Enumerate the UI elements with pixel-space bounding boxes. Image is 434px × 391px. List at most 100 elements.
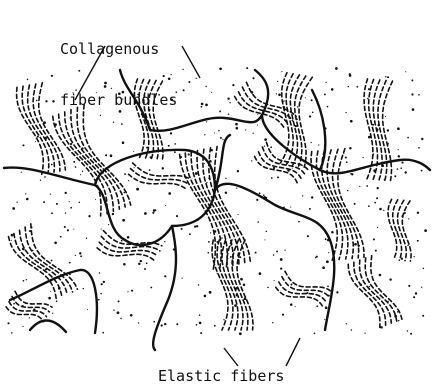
stipple-dot — [134, 167, 135, 168]
stipple-dot — [52, 100, 54, 102]
stipple-dot — [133, 151, 134, 152]
stipple-dot — [86, 238, 87, 239]
stipple-dot — [22, 326, 23, 327]
leader-line-elastic-right — [286, 338, 300, 366]
stipple-dot — [7, 322, 9, 324]
stipple-dot — [367, 98, 369, 100]
stipple-dot — [51, 260, 53, 262]
stipple-dot — [181, 228, 183, 230]
stipple-dot — [121, 240, 123, 242]
stipple-dot — [398, 149, 399, 150]
stipple-dot — [196, 225, 198, 227]
stipple-dot — [389, 278, 391, 280]
stipple-dot — [67, 229, 69, 231]
stipple-dot — [422, 315, 424, 317]
stipple-dot — [359, 186, 360, 187]
stipple-dot — [23, 280, 25, 282]
stipple-dot — [264, 145, 265, 146]
stipple-dot — [364, 332, 365, 333]
stipple-dot — [398, 320, 400, 322]
stipple-dot — [50, 194, 51, 195]
stipple-dot — [70, 143, 72, 145]
stipple-dot — [144, 268, 146, 270]
collagen-strand — [22, 86, 49, 173]
stipple-dot — [118, 300, 120, 302]
stipple-dot — [387, 76, 389, 78]
stipple-dot — [348, 86, 349, 87]
stipple-dot — [70, 207, 72, 209]
stipple-dot — [117, 311, 120, 314]
stipple-dot — [295, 306, 296, 307]
stipple-dot — [411, 93, 413, 95]
stipple-dot — [101, 283, 103, 285]
stipple-dot — [188, 153, 190, 155]
elastic-fiber — [153, 226, 176, 350]
stipple-dot — [376, 197, 378, 199]
stipple-dot — [295, 125, 297, 127]
elastic-fibers-label: Elastic fibers — [158, 368, 284, 385]
stipple-dot — [362, 157, 363, 158]
stipple-dot — [271, 177, 273, 179]
stipple-dot — [405, 71, 406, 72]
stipple-dot — [105, 154, 107, 156]
stipple-dot — [312, 112, 314, 114]
stipple-dot — [152, 212, 154, 214]
stipple-dot — [206, 121, 207, 122]
stipple-dot — [237, 170, 239, 172]
stipple-dot — [176, 323, 178, 325]
stipple-dot — [209, 291, 212, 294]
stipple-dot — [102, 332, 104, 334]
stipple-dot — [195, 172, 198, 175]
stipple-dot — [43, 201, 45, 203]
stipple-dot — [204, 163, 205, 164]
stipple-dot — [316, 305, 318, 307]
stipple-dot — [252, 77, 254, 79]
stipple-dot — [354, 203, 356, 205]
stipple-dot — [99, 272, 100, 273]
stipple-dot — [95, 199, 96, 200]
stipple-dot — [246, 67, 248, 69]
stipple-dot — [324, 319, 325, 320]
stipple-dot — [239, 256, 241, 258]
stipple-dot — [149, 169, 151, 171]
stipple-dot — [183, 89, 185, 91]
stipple-dot — [219, 67, 222, 70]
stipple-dot — [153, 321, 155, 323]
stipple-dot — [146, 262, 148, 264]
stipple-dot — [164, 323, 166, 325]
stipple-dot — [235, 123, 238, 126]
stipple-dot — [200, 332, 202, 334]
stipple-dot — [401, 162, 403, 164]
stipple-dot — [199, 314, 201, 316]
stipple-dot — [26, 279, 27, 280]
stipple-dot — [48, 297, 51, 300]
stipple-dot — [154, 209, 156, 211]
stipple-dot — [267, 287, 269, 289]
stipple-dot — [331, 88, 334, 91]
stipple-dot — [297, 106, 298, 107]
stipple-dot — [421, 287, 422, 288]
stipple-dot — [351, 329, 353, 331]
stipple-dot — [347, 190, 349, 192]
stipple-dot — [264, 239, 265, 240]
stipple-dot — [307, 235, 309, 237]
stipple-dot — [35, 141, 36, 142]
stipple-dot — [325, 239, 326, 240]
stipple-dot — [414, 256, 415, 257]
stipple-dot — [65, 212, 66, 213]
stipple-dot — [240, 278, 243, 281]
stipple-dot — [75, 255, 76, 256]
stipple-dot — [424, 229, 427, 232]
stipple-dot — [298, 221, 300, 223]
stipple-dot — [375, 250, 377, 252]
stipple-dot — [52, 313, 53, 314]
stipple-dot — [324, 93, 326, 95]
stipple-dot — [322, 266, 325, 269]
stipple-dot — [255, 252, 257, 254]
stipple-dot — [164, 241, 165, 242]
stipple-dot — [412, 108, 415, 111]
stipple-dot — [325, 82, 326, 83]
stipple-dot — [408, 285, 410, 287]
stipple-dot — [162, 167, 164, 169]
stipple-dot — [311, 142, 312, 143]
